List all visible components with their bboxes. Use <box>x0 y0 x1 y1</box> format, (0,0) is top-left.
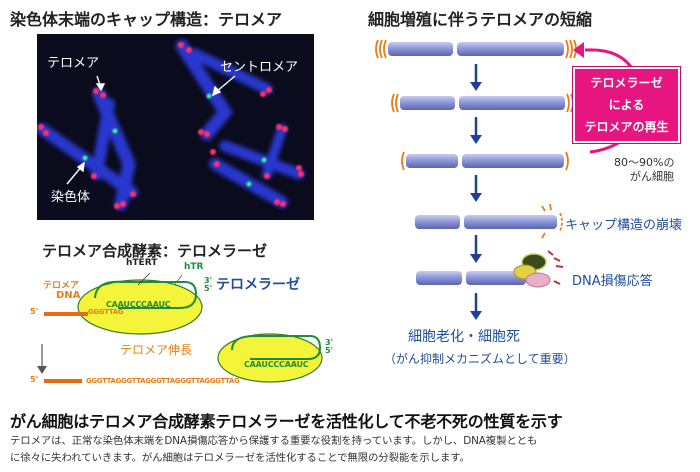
telomere-shortening-diagram <box>375 39 647 320</box>
chromosome-row-3 <box>401 151 569 171</box>
chromosome-row-4 <box>415 203 563 239</box>
telomere-label: テロメア <box>47 56 100 71</box>
telomerase-diagram <box>37 272 323 383</box>
telomerase-label: テロメラーゼ <box>216 277 300 293</box>
htr-label: hTR <box>184 262 204 272</box>
chromosome-row-5 <box>416 250 564 288</box>
chromosome-row-1 <box>375 39 577 59</box>
dna-damage-label: DNA損傷応答 <box>572 274 653 289</box>
template-sequence-top: CAAUCCCAAUC <box>106 300 171 309</box>
telomerase-section-title: テロメア合成酵素：テロメラーゼ <box>42 242 268 260</box>
chromosome-micrograph: テロメア セントロメア 染色体 <box>37 34 314 220</box>
cap-collapse-label: キャップ構造の崩壊 <box>565 218 683 233</box>
prime-5-bottom: 5' <box>325 346 334 355</box>
htert-label: hTERT <box>126 258 158 268</box>
micrograph-drawing <box>37 39 305 211</box>
chromosome-row-2 <box>391 93 574 113</box>
template-sequence-bottom: CAAUCCCAAUC <box>244 360 309 369</box>
elongation-label: テロメア伸長 <box>120 343 193 357</box>
prime-5-dna-top: 5' <box>30 307 39 316</box>
pink-box-line-2: による <box>608 98 645 112</box>
telomerase-regeneration-box: テロメラーゼ による テロメアの再生 <box>573 67 680 143</box>
summary-body-line-1: テロメアは、正常な染色体末端をDNA損傷応答から保護する重要な役割を持っています… <box>10 435 538 447</box>
pink-box-line-3: テロメアの再生 <box>584 120 669 134</box>
telomere-dna-label-1: テロメア <box>43 281 80 291</box>
prime-3-top: 3' <box>204 276 213 285</box>
right-title: 細胞増殖に伴うテロメアの短縮 <box>368 10 593 29</box>
htr-rna-top <box>94 280 198 309</box>
summary-body-line-2: に徐々に失われていきます。がん細胞はテロメラーゼを活性化することで無限の分裂能を… <box>10 452 470 464</box>
regeneration-arrowhead <box>573 42 584 58</box>
prime-3-bottom: 3' <box>325 338 334 347</box>
telomere-dna-label-2: DNA <box>56 290 81 301</box>
summary-heading: がん細胞はテロメア合成酵素テロメラーゼを活性化して不老不死の性質を示す <box>10 412 563 431</box>
pink-box-line-1: テロメラーゼ <box>590 76 663 90</box>
htr-rna-bottom <box>231 335 322 360</box>
senescence-label: 細胞老化・細胞死 <box>408 329 520 345</box>
dna-seq-bottom: GGGTTAGGGTTAGGGTTAGGGTTAGGGTTAG <box>86 377 240 385</box>
chromosome-label: 染色体 <box>51 190 91 205</box>
prime-5-dna-bottom: 5' <box>30 375 39 384</box>
cancer-percent-1: 80～90%の <box>614 156 675 169</box>
tumor-suppression-note: （がん抑制メカニズムとして重要） <box>384 352 576 366</box>
dna-seq-top: GGGTTAG <box>88 308 124 316</box>
left-title: 染色体末端のキャップ構造：テロメア <box>10 10 283 29</box>
cancer-percent-2: がん細胞 <box>630 170 674 183</box>
prime-5-top: 5' <box>204 284 213 293</box>
centromere-label: セントロメア <box>220 60 299 75</box>
